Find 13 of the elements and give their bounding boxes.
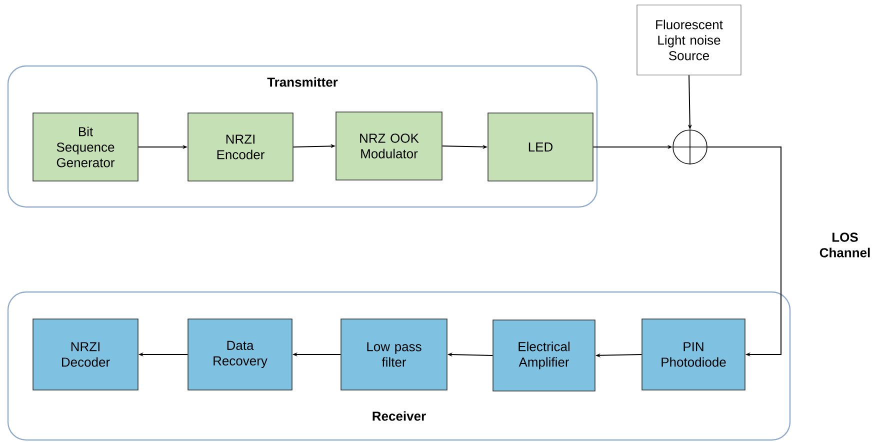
process-box: Data Recovery xyxy=(188,318,292,390)
process-box: PIN Photodiode xyxy=(642,318,746,390)
process-box: NRZ OOK Modulator xyxy=(336,112,442,180)
process-box: Low pass filter xyxy=(340,318,448,390)
arrow xyxy=(706,146,782,357)
source-box: Fluorescent Light noise Source xyxy=(636,4,742,76)
process-box: NRZI Decoder xyxy=(32,318,138,390)
process-box: Electrical Amplifier xyxy=(492,320,596,392)
process-box: Bit Sequence Generator xyxy=(32,112,138,182)
summing-junction xyxy=(672,129,708,165)
edge-label: LOS Channel xyxy=(814,232,876,258)
process-box: NRZI Encoder xyxy=(188,112,294,182)
process-box: LED xyxy=(488,112,594,182)
